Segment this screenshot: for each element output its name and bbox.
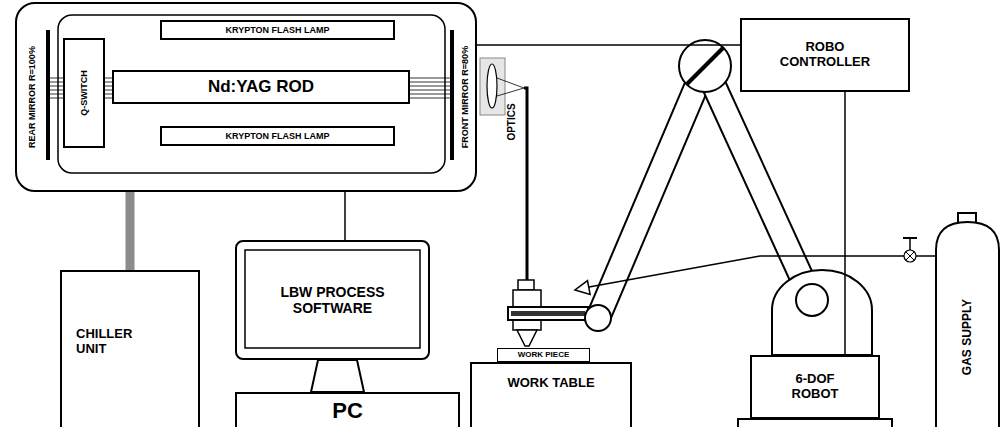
node-label: ROBO CONTROLLER [780, 40, 870, 70]
node-label: WORK TABLE [507, 376, 594, 391]
focused-beam [497, 78, 524, 88]
node-label: Nd:YAG ROD [208, 77, 314, 97]
controller-box: ROBO CONTROLLER [740, 18, 910, 92]
robot-arm [705, 66, 812, 300]
node-label: KRYPTON FLASH LAMP [225, 25, 329, 35]
connector-line [844, 92, 846, 355]
front-mirror [450, 30, 454, 160]
monitor-box: LBW PROCESS SOFTWARE [235, 240, 430, 360]
nozzle [517, 330, 537, 346]
robot-base-dome [772, 270, 872, 355]
robot-arm [598, 66, 705, 318]
node-label: WORK PIECE [518, 350, 570, 359]
node-label: PC [332, 398, 363, 423]
valve-mark [906, 252, 914, 260]
node-label: CHILLER UNIT [76, 327, 132, 357]
q-switch-box: Q-SWITCH [63, 38, 105, 148]
robot-box: 6-DOF ROBOT [750, 355, 880, 419]
chiller-box: CHILLER UNIT [60, 270, 200, 427]
flash-lamp-box: KRYPTON FLASH LAMP [160, 126, 395, 146]
node-label: KRYPTON FLASH LAMP [225, 131, 329, 141]
head-clamp [508, 307, 588, 320]
flash-lamp-box: KRYPTON FLASH LAMP [160, 20, 395, 40]
gas-valve [904, 250, 916, 262]
node-label: GAS SUPPLY [961, 299, 975, 375]
valve-stem [909, 238, 911, 250]
optics-housing [480, 58, 505, 115]
robot-platform [738, 419, 892, 427]
laser-rod-box: Nd:YAG ROD [112, 70, 410, 104]
cavity-frame [58, 15, 445, 173]
mirror-label: FRONT MIRROR R=80% [460, 46, 470, 148]
laser-housing: REAR MIRROR R=100% FRONT MIRROR R=80% Q-SW… [15, 2, 477, 192]
valve-handle [903, 237, 917, 239]
focus-lens [487, 64, 497, 108]
connector-line [126, 192, 135, 270]
optics-label: OPTICS [506, 103, 518, 140]
head-cap [518, 280, 534, 290]
robot-arm [705, 66, 812, 300]
shoulder-joint [796, 284, 828, 316]
wrist-joint [585, 305, 611, 331]
cylinder-body [936, 222, 999, 427]
work-table-box: WORK TABLE [470, 362, 632, 427]
connector-line [477, 44, 740, 46]
head-clamp-band [511, 311, 585, 316]
gas-arrowhead [575, 281, 590, 295]
node-label: 6-DOF ROBOT [792, 372, 839, 402]
focused-beam [497, 88, 524, 96]
robot-arm [598, 66, 705, 318]
gas-pipe [578, 256, 935, 289]
monitor-screen [245, 250, 420, 348]
elbow-joint [679, 40, 731, 92]
valve-mark [906, 252, 914, 260]
node-label: LBW PROCESS SOFTWARE [263, 284, 403, 316]
connector-line [344, 192, 346, 240]
gas-cylinder: GAS SUPPLY [935, 212, 1000, 427]
optical-fiber [524, 88, 527, 290]
mirror-label: REAR MIRROR R=100% [27, 46, 37, 148]
pc-box: PC [235, 392, 460, 427]
rear-mirror [46, 30, 50, 160]
workpiece-box: WORK PIECE [497, 348, 590, 362]
monitor-stand [311, 360, 364, 392]
node-label: Q-SWITCH [79, 70, 89, 116]
elbow-mark [687, 48, 723, 84]
